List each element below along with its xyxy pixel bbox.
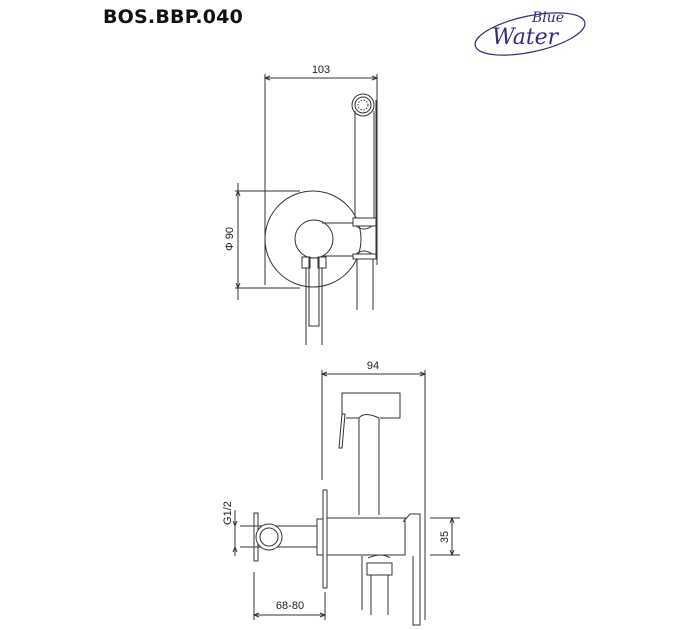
blue-water-logo: Blue Water [474, 10, 586, 56]
svg-text:Blue: Blue [531, 10, 564, 26]
dim-height-35: 35 [439, 531, 451, 543]
dim-width-94: 94 [367, 360, 379, 372]
dim-thread-g12: G1/2 [222, 501, 234, 525]
dim-diameter-90: Φ 90 [224, 227, 236, 251]
svg-text:Water: Water [492, 25, 560, 50]
model-code-title: BOS.BBP.040 [103, 6, 244, 28]
dim-width-103: 103 [312, 64, 330, 76]
dim-depth-68-80: 68-80 [276, 600, 304, 612]
